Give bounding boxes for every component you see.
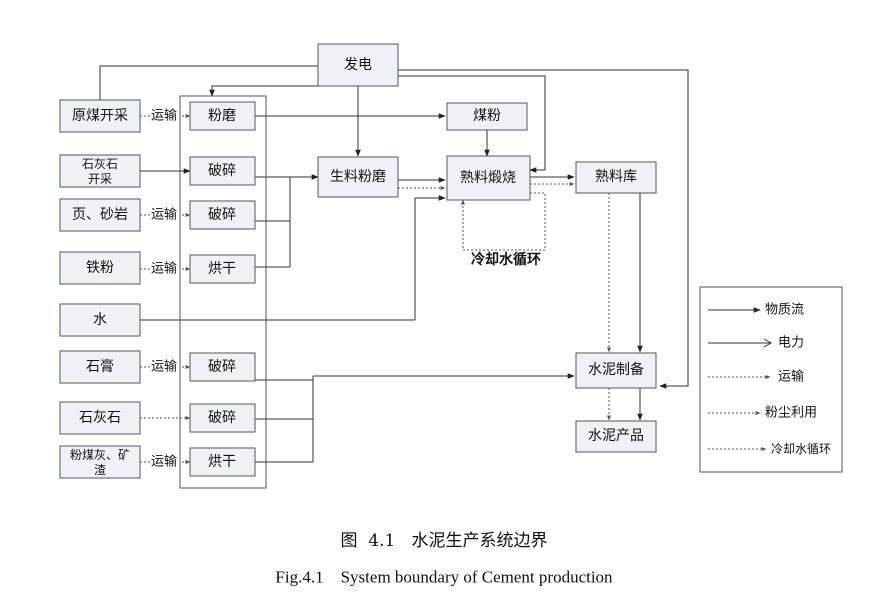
- svg-text:水泥制备: 水泥制备: [588, 361, 644, 378]
- svg-text:石灰石: 石灰石: [79, 410, 121, 426]
- svg-text:发电: 发电: [344, 57, 372, 73]
- node-raw-coal: 原煤开采: [59, 99, 141, 133]
- svg-text:破碎: 破碎: [208, 207, 236, 223]
- node-flyash-slag: 粉煤灰、矿 渣: [59, 445, 141, 479]
- svg-text:水: 水: [93, 312, 107, 328]
- legend-item-transport: 运输: [708, 369, 804, 385]
- power-line-to-calcination: [398, 75, 546, 173]
- node-shale: 页、砂岩: [59, 198, 141, 232]
- node-crush-gypsum: 破碎: [189, 352, 256, 382]
- svg-text:熟料煅烧: 熟料煅烧: [460, 170, 516, 186]
- svg-text:粉尘利用: 粉尘利用: [765, 406, 817, 421]
- legend-item-dust-utilization: 粉尘利用: [708, 406, 817, 421]
- transport-label: 运输: [151, 108, 177, 124]
- svg-text:铁粉: 铁粉: [86, 260, 114, 276]
- connectors: [99, 65, 689, 464]
- node-clinker-store: 熟料库: [575, 161, 657, 194]
- node-clinker-calcination: 熟料煅烧: [446, 155, 531, 201]
- legend-item-electricity: 电力: [708, 336, 804, 351]
- node-water: 水: [59, 303, 141, 337]
- node-limestone-mining: 石灰石 开采: [59, 154, 141, 188]
- main-process-nodes: 发电 煤粉 生料粉磨 熟料煅烧 熟料库 水泥制备 水泥产品: [317, 43, 657, 453]
- svg-text:电力: 电力: [778, 336, 804, 351]
- legend: 物质流 电力 运输 粉尘利用 冷却水循环: [699, 286, 843, 473]
- svg-text:运输: 运输: [778, 369, 804, 385]
- arrow-water-to-calcination: [414, 195, 446, 320]
- svg-text:物质流: 物质流: [765, 303, 804, 318]
- svg-text:石灰石: 石灰石: [82, 157, 118, 171]
- svg-text:生料粉磨: 生料粉磨: [330, 169, 386, 185]
- svg-text:熟料库: 熟料库: [595, 169, 637, 185]
- transport-label: 运输: [151, 359, 177, 375]
- svg-text:破碎: 破碎: [208, 410, 236, 426]
- power-line-to-processing: [209, 85, 318, 97]
- cooling-water-label: 冷却水循环: [471, 251, 541, 268]
- power-line-to-cement-prep: [398, 69, 689, 389]
- svg-text:粉磨: 粉磨: [208, 108, 236, 124]
- node-limestone: 石灰石: [59, 401, 141, 435]
- svg-text:原煤开采: 原煤开采: [72, 108, 128, 124]
- svg-text:页、砂岩: 页、砂岩: [72, 207, 128, 223]
- node-iron-powder: 铁粉: [59, 251, 141, 285]
- svg-text:煤粉: 煤粉: [473, 108, 501, 124]
- legend-item-cooling-water: 冷却水循环: [708, 442, 831, 456]
- svg-text:粉煤灰、矿: 粉煤灰、矿: [70, 448, 130, 462]
- legend-frame: [699, 286, 843, 473]
- transport-label: 运输: [151, 454, 177, 470]
- svg-text:破碎: 破碎: [208, 163, 236, 179]
- node-crush-limestone-2: 破碎: [189, 403, 256, 433]
- node-cement-product: 水泥产品: [575, 420, 657, 453]
- caption-english: Fig.4.1 System boundary of Cement produc…: [275, 568, 613, 587]
- source-nodes: 原煤开采 石灰石 开采 页、砂岩 铁粉 水 石膏 石灰石 粉煤灰、: [59, 99, 141, 479]
- transport-label: 运输: [151, 207, 177, 223]
- cooling-water-loop: [461, 192, 546, 251]
- node-gypsum: 石膏: [59, 350, 141, 384]
- processing-nodes: 粉磨 破碎 破碎 烘干 破碎 破碎 烘干: [189, 101, 256, 477]
- node-dry-flyash: 烘干: [189, 447, 256, 477]
- svg-text:水泥产品: 水泥产品: [588, 428, 644, 444]
- svg-text:渣: 渣: [94, 463, 106, 477]
- svg-text:烘干: 烘干: [208, 454, 236, 470]
- transport-labels: 运输 运输 运输 运输 运输: [151, 108, 177, 470]
- node-power-generation: 发电: [317, 43, 399, 87]
- node-raw-meal-grinding: 生料粉磨: [317, 156, 399, 198]
- svg-text:开采: 开采: [88, 172, 112, 186]
- caption-chinese: 图 4.1 水泥生产系统边界: [340, 531, 547, 551]
- transport-label: 运输: [151, 261, 177, 277]
- svg-text:破碎: 破碎: [208, 359, 236, 375]
- node-cement-preparation: 水泥制备: [575, 352, 657, 389]
- node-coal-powder: 煤粉: [446, 102, 528, 131]
- node-grind: 粉磨: [189, 101, 256, 131]
- node-dry-iron: 烘干: [189, 254, 256, 284]
- svg-text:烘干: 烘干: [208, 261, 236, 277]
- node-crush-limestone: 破碎: [189, 156, 256, 186]
- svg-text:冷却水循环: 冷却水循环: [771, 442, 831, 456]
- node-crush-shale: 破碎: [189, 200, 256, 230]
- svg-text:石膏: 石膏: [86, 358, 114, 375]
- legend-item-material-flow: 物质流: [708, 303, 804, 318]
- power-line-to-raw-coal: [99, 65, 318, 100]
- processing-group-frame: [179, 95, 267, 489]
